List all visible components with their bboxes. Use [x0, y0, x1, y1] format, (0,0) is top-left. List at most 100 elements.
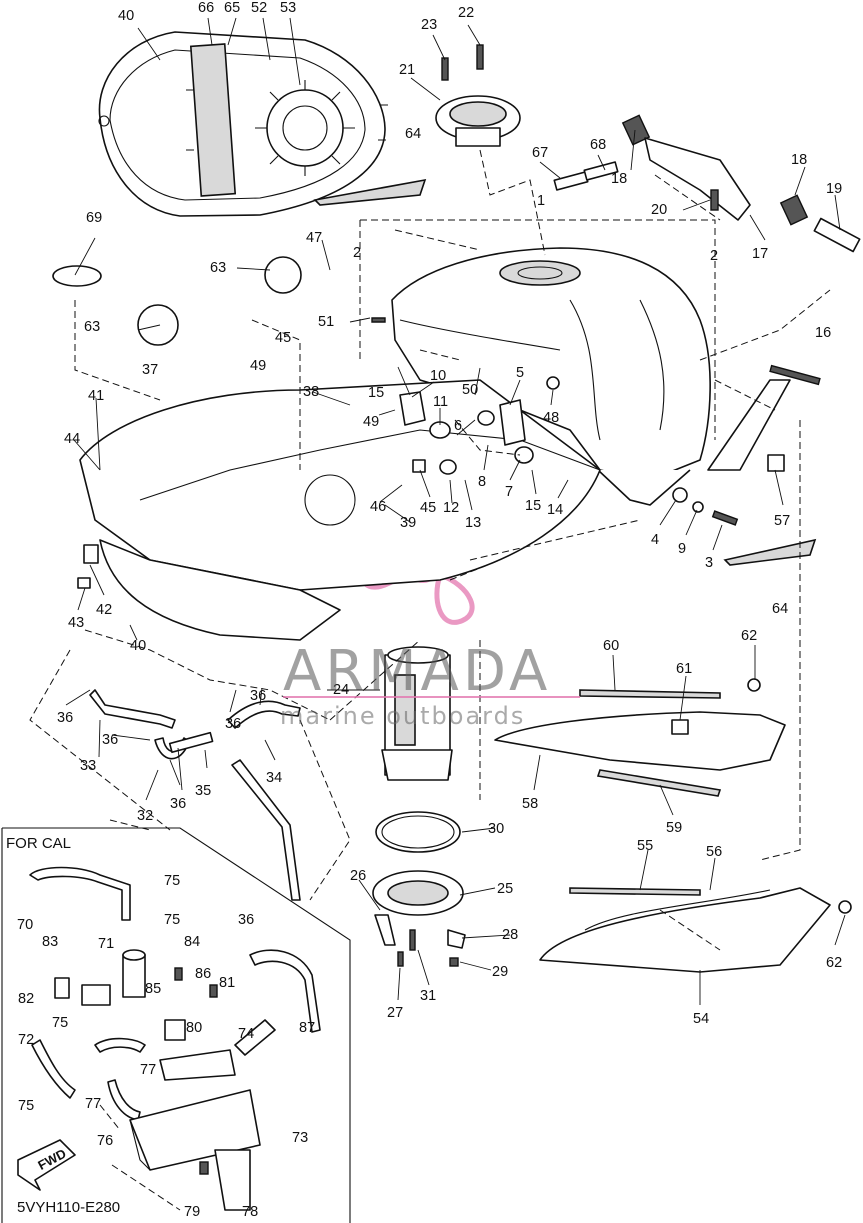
mounting-hardware	[52, 161, 821, 589]
tank-cover-assembly	[98, 31, 388, 217]
callout-46: 46	[370, 499, 386, 515]
callout-86: 86	[195, 966, 211, 982]
callout-36-c: 36	[102, 732, 118, 748]
callout-23: 23	[421, 17, 437, 33]
callout-19: 19	[826, 181, 842, 197]
callout-9: 9	[678, 541, 686, 557]
callout-2: 2	[353, 245, 361, 261]
breather-pipe-assembly	[621, 114, 861, 253]
callout-40-b: 40	[130, 638, 146, 654]
callout-36: 36	[57, 710, 73, 726]
side-covers-right	[494, 678, 852, 973]
callout-59: 59	[666, 820, 682, 836]
callout-49: 49	[250, 358, 266, 374]
callout-48: 48	[543, 410, 559, 426]
callout-73: 73	[292, 1130, 308, 1146]
callout-82: 82	[18, 991, 34, 1007]
callout-71: 71	[98, 936, 114, 952]
callout-43: 43	[68, 615, 84, 631]
callout-83: 83	[42, 934, 58, 950]
callout-77-b: 77	[85, 1096, 101, 1112]
callout-35: 35	[195, 783, 211, 799]
callout-18: 18	[611, 171, 627, 187]
callout-36-e: 36	[170, 796, 186, 812]
callout-39: 39	[400, 515, 416, 531]
callout-68: 68	[590, 137, 606, 153]
callout-15-b: 15	[525, 498, 541, 514]
fuel-pump-assembly	[372, 646, 466, 967]
callout-16: 16	[815, 325, 831, 341]
callout-77: 77	[140, 1062, 156, 1078]
callout-56: 56	[706, 844, 722, 860]
callout-13: 13	[465, 515, 481, 531]
fwd-arrow-icon	[17, 1139, 76, 1191]
callout-14: 14	[547, 502, 563, 518]
callout-4: 4	[651, 532, 659, 548]
callout-63-b: 63	[84, 319, 100, 335]
callout-20: 20	[651, 202, 667, 218]
callout-38: 38	[303, 384, 319, 400]
callout-2-b: 2	[710, 248, 718, 264]
callout-64: 64	[405, 126, 421, 142]
callout-45-b: 45	[420, 500, 436, 516]
callout-11: 11	[433, 394, 448, 410]
callout-5: 5	[516, 365, 524, 381]
fuel-cap-assembly	[435, 44, 521, 147]
callout-84: 84	[184, 934, 200, 950]
inset-title: FOR CAL	[6, 835, 71, 852]
callout-labels: 40 66 65 52 53 23 22 21 67 68 18 1 64 18…	[17, 0, 842, 1220]
callout-78: 78	[242, 1204, 258, 1220]
callout-51: 51	[318, 314, 334, 330]
cal-inset	[1, 827, 351, 1223]
callout-15: 15	[368, 385, 384, 401]
watermark-brand: ARMADA	[283, 639, 551, 704]
callout-54: 54	[693, 1011, 709, 1027]
leader-lines	[29, 17, 846, 1211]
callout-49-b: 49	[363, 414, 379, 430]
callout-76: 76	[97, 1133, 113, 1149]
callout-44: 44	[64, 431, 80, 447]
callout-53: 53	[280, 0, 296, 16]
callout-30: 30	[488, 821, 504, 837]
callout-29: 29	[492, 964, 508, 980]
callout-12: 12	[443, 500, 459, 516]
callout-65: 65	[224, 0, 240, 16]
callout-24: 24	[333, 682, 349, 698]
callout-70: 70	[17, 917, 33, 933]
callout-62-b: 62	[826, 955, 842, 971]
fuel-hoses	[89, 689, 301, 901]
callout-32: 32	[137, 808, 153, 824]
callout-17: 17	[752, 246, 768, 262]
callout-45: 45	[275, 330, 291, 346]
callout-34: 34	[266, 770, 282, 786]
callout-33: 33	[80, 758, 96, 774]
callout-36-f: 36	[238, 912, 254, 928]
callout-75-b: 75	[164, 912, 180, 928]
callout-64-b: 64	[772, 601, 788, 617]
callout-18-b: 18	[791, 152, 807, 168]
callout-28: 28	[502, 927, 518, 943]
callout-57: 57	[774, 513, 790, 529]
callout-66: 66	[198, 0, 214, 16]
callout-69: 69	[86, 210, 102, 226]
callout-31: 31	[420, 988, 436, 1004]
callout-1: 1	[537, 193, 545, 209]
callout-81: 81	[219, 975, 235, 991]
callout-63: 63	[210, 260, 226, 276]
callout-25: 25	[497, 881, 513, 897]
callout-75: 75	[164, 873, 180, 889]
callout-74: 74	[238, 1026, 254, 1042]
callout-80: 80	[186, 1020, 202, 1036]
callout-7: 7	[505, 484, 513, 500]
fuel-tank	[391, 247, 711, 506]
callout-26: 26	[350, 868, 366, 884]
diagram-code: 5VYH110-E280	[17, 1199, 120, 1216]
callout-22: 22	[458, 5, 474, 21]
callout-87: 87	[299, 1020, 315, 1036]
callout-62: 62	[741, 628, 757, 644]
callout-75-c: 75	[52, 1015, 68, 1031]
callout-55: 55	[637, 838, 653, 854]
callout-36-d: 36	[225, 716, 241, 732]
